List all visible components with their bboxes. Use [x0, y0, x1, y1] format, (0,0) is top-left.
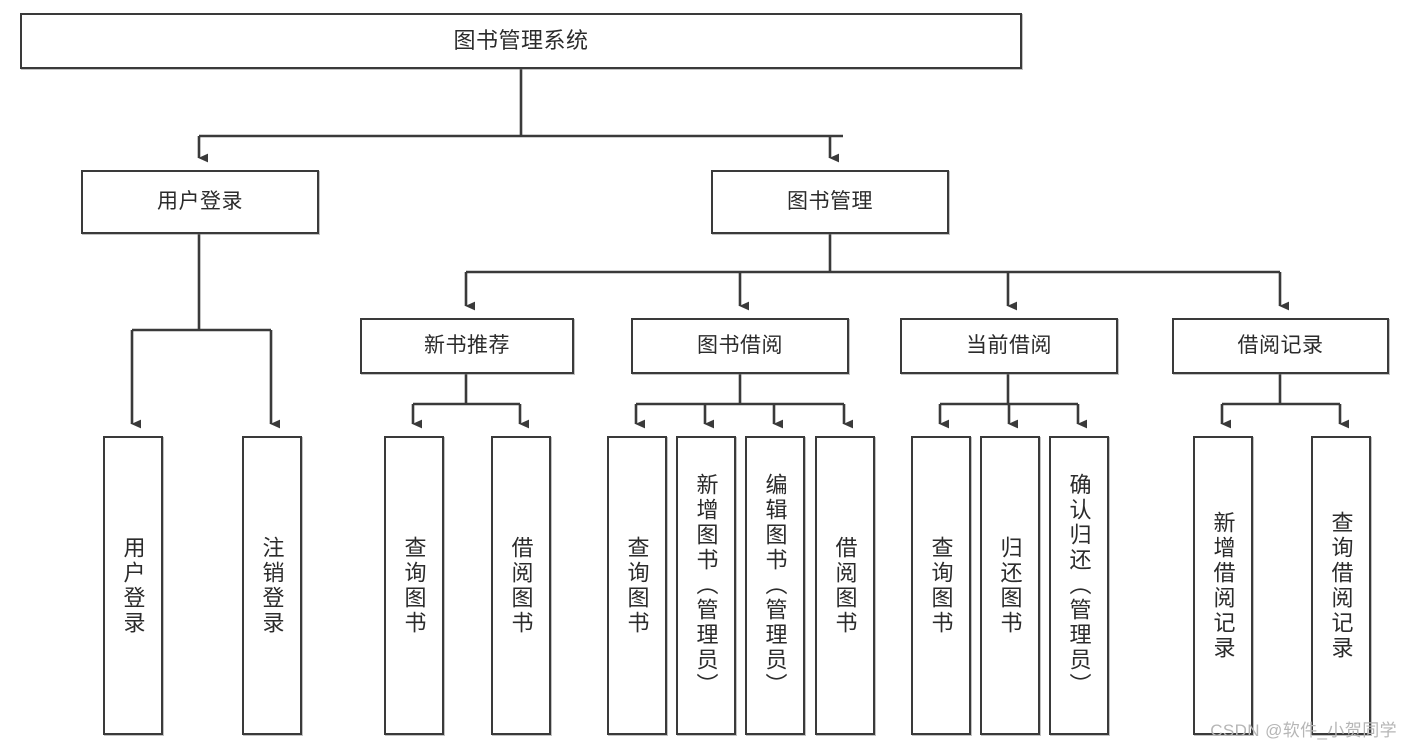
node-label: 查询图书 — [401, 535, 427, 636]
node-label: 图书管理系统 — [453, 27, 589, 53]
node-label: 用户登录 — [157, 189, 243, 213]
node-leaf-user-login[interactable]: 用户登录 — [103, 436, 163, 735]
node-label: 归还图书 — [997, 535, 1023, 636]
node-label: 注销登录 — [259, 535, 285, 636]
node-label: 新增借阅记录 — [1210, 510, 1236, 661]
node-label: 当前借阅 — [966, 333, 1052, 357]
node-label: 用户登录 — [120, 535, 146, 636]
node-leaf-borrow-book-1[interactable]: 借阅图书 — [491, 436, 551, 735]
node-leaf-return-book[interactable]: 归还图书 — [980, 436, 1040, 735]
node-leaf-edit-book[interactable]: 编辑图书（管理员） — [745, 436, 805, 735]
node-leaf-query-book-1[interactable]: 查询图书 — [384, 436, 444, 735]
node-leaf-query-book-2[interactable]: 查询图书 — [607, 436, 667, 735]
node-leaf-query-record[interactable]: 查询借阅记录 — [1311, 436, 1371, 735]
node-label: 借阅记录 — [1237, 333, 1324, 357]
node-leaf-add-book[interactable]: 新增图书（管理员） — [676, 436, 736, 735]
node-book-manage[interactable]: 图书管理 — [711, 170, 949, 234]
node-label: 确认归还（管理员） — [1066, 473, 1092, 698]
node-label: 新书推荐 — [424, 333, 510, 357]
node-current-borrow[interactable]: 当前借阅 — [900, 318, 1118, 374]
node-label: 查询借阅记录 — [1328, 510, 1354, 661]
node-leaf-query-book-3[interactable]: 查询图书 — [911, 436, 971, 735]
node-book-borrow[interactable]: 图书借阅 — [631, 318, 849, 374]
node-new-book-recommend[interactable]: 新书推荐 — [360, 318, 574, 374]
node-leaf-add-record[interactable]: 新增借阅记录 — [1193, 436, 1253, 735]
node-label: 编辑图书（管理员） — [762, 473, 788, 698]
node-label: 借阅图书 — [832, 535, 858, 636]
node-label: 图书借阅 — [697, 333, 783, 357]
node-user-login[interactable]: 用户登录 — [81, 170, 319, 234]
node-label: 图书管理 — [787, 189, 873, 213]
node-leaf-logout[interactable]: 注销登录 — [242, 436, 302, 735]
node-label: 借阅图书 — [508, 535, 534, 636]
csdn-watermark: CSDN @软件_小贺同学 — [1210, 721, 1397, 740]
node-root-system[interactable]: 图书管理系统 — [20, 13, 1022, 69]
node-label: 查询图书 — [928, 535, 954, 636]
node-leaf-confirm-return[interactable]: 确认归还（管理员） — [1049, 436, 1109, 735]
node-borrow-record[interactable]: 借阅记录 — [1172, 318, 1389, 374]
node-label: 新增图书（管理员） — [693, 473, 719, 698]
node-leaf-borrow-book-2[interactable]: 借阅图书 — [815, 436, 875, 735]
node-label: 查询图书 — [624, 535, 650, 636]
